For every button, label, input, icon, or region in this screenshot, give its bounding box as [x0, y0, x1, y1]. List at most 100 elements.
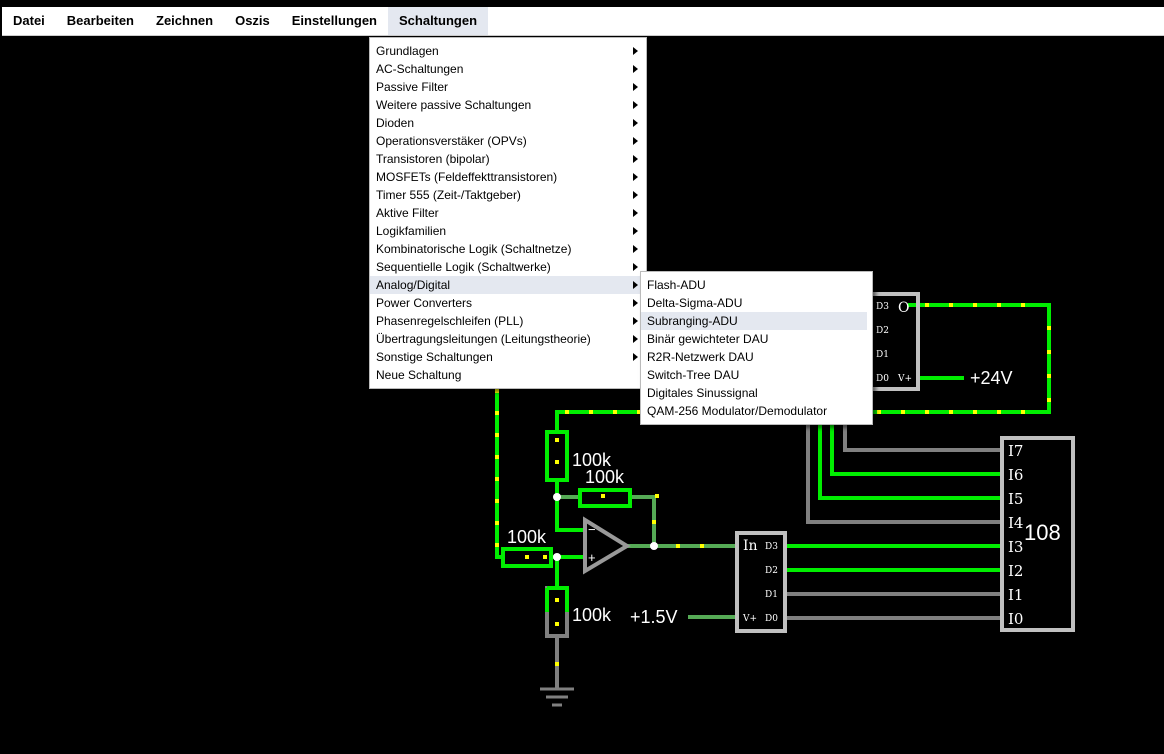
adc2-out-label: O — [898, 300, 909, 316]
menu-item-timer-555[interactable]: Timer 555 (Zeit-/Taktgeber) — [370, 186, 646, 204]
menu-bearbeiten[interactable]: Bearbeiten — [66, 13, 134, 28]
submenu-arrow-icon — [633, 335, 638, 343]
submenu-item-flash-adu[interactable]: Flash-ADU — [647, 278, 706, 292]
menu-einstellungen[interactable]: Einstellungen — [291, 13, 377, 28]
submenu-item-delta-sigma-adu[interactable]: Delta-Sigma-ADU — [647, 296, 743, 310]
menu-item-ac-schaltungen[interactable]: AC-Schaltungen — [370, 60, 646, 78]
menu-item-label: Grundlagen — [376, 44, 439, 58]
submenu-arrow-icon — [633, 245, 638, 253]
submenu-item-qam-256[interactable]: QAM-256 Modulator/Demodulator — [647, 404, 828, 418]
submenu-item-switch-tree-dau[interactable]: Switch-Tree DAU — [647, 368, 740, 382]
submenu-item-binaer-dau[interactable]: Binär gewichteter DAU — [647, 332, 769, 346]
display-input-i6: I6 — [1008, 466, 1023, 484]
menu-item-label: Übertragungsleitungen (Leitungstheorie) — [376, 332, 591, 346]
menu-item-label: Power Converters — [376, 296, 473, 310]
submenu-arrow-icon — [633, 119, 638, 127]
menu-item-label: MOSFETs (Feldeffekttransistoren) — [376, 170, 558, 184]
circuit-canvas[interactable]: 100k 100k 100k 100k − + +1.5V +24V In D3… — [0, 36, 1164, 754]
menu-bar: Datei Bearbeiten Zeichnen Oszis Einstell… — [2, 7, 1164, 36]
menu-item-aktive-filter[interactable]: Aktive Filter — [370, 204, 646, 222]
schaltungen-dropdown: Grundlagen AC-Schaltungen Passive Filter… — [369, 37, 647, 389]
menu-item-kombinatorische-logik[interactable]: Kombinatorische Logik (Schaltnetze) — [370, 240, 646, 258]
menu-item-grundlagen[interactable]: Grundlagen — [370, 42, 646, 60]
menu-item-label: Passive Filter — [376, 80, 449, 94]
menu-item-logikfamilien[interactable]: Logikfamilien — [370, 222, 646, 240]
submenu-arrow-icon — [633, 353, 638, 361]
adc2-pin-d2: D2 — [876, 326, 889, 336]
submenu-arrow-icon — [633, 263, 638, 271]
submenu-arrow-icon — [633, 317, 638, 325]
node-feedback — [553, 493, 561, 501]
submenu-item-subranging-adu[interactable]: Subranging-ADU — [641, 312, 867, 330]
resistor-r3[interactable] — [501, 547, 553, 568]
adc2-vplus: V+ — [897, 374, 912, 384]
menu-item-opvs[interactable]: Operationsverstäker (OPVs) — [370, 132, 646, 150]
submenu-arrow-icon — [633, 137, 638, 145]
submenu-arrow-icon — [633, 191, 638, 199]
resistor-r4[interactable] — [545, 586, 569, 638]
menu-schaltungen[interactable]: Schaltungen — [388, 7, 489, 35]
submenu-arrow-icon — [633, 299, 638, 307]
submenu-arrow-icon — [633, 83, 638, 91]
wire-adc2-i6 — [830, 418, 1004, 476]
display-input-i2: I2 — [1008, 562, 1023, 580]
menu-datei[interactable]: Datei — [13, 13, 45, 28]
resistor-r1[interactable] — [545, 430, 569, 482]
display-input-i0: I0 — [1008, 610, 1023, 628]
decimal-display[interactable] — [1000, 436, 1075, 632]
submenu-arrow-icon — [633, 209, 638, 217]
menu-zeichnen[interactable]: Zeichnen — [156, 13, 214, 28]
menu-item-neue-schaltung[interactable]: Neue Schaltung — [370, 366, 646, 384]
display-input-i5: I5 — [1008, 490, 1023, 508]
menu-item-power-converters[interactable]: Power Converters — [370, 294, 646, 312]
menu-item-label: Neue Schaltung — [376, 368, 462, 382]
resistor-r3-label: 100k — [507, 527, 547, 547]
resistor-r4-label: 100k — [572, 605, 612, 625]
menu-item-analog-digital[interactable]: Analog/Digital — [370, 276, 646, 294]
wire-opamp-minus — [555, 495, 587, 532]
menu-item-label: Sequentielle Logik (Schaltwerke) — [376, 260, 551, 274]
submenu-arrow-icon — [633, 155, 638, 163]
opamp[interactable] — [583, 516, 631, 575]
menu-item-dioden[interactable]: Dioden — [370, 114, 646, 132]
submenu-arrow-icon — [633, 227, 638, 235]
adc1-in-label: In — [743, 538, 758, 554]
submenu-arrow-icon — [633, 47, 638, 55]
display-input-i4: I4 — [1008, 514, 1023, 532]
opamp-plus-sign: + — [588, 550, 596, 565]
submenu-arrow-icon — [633, 173, 638, 181]
current-dots — [495, 303, 1051, 666]
menu-item-weitere-passive[interactable]: Weitere passive Schaltungen — [370, 96, 646, 114]
menu-item-sonstige[interactable]: Sonstige Schaltungen — [370, 348, 646, 366]
voltage-supply-label: +24V — [970, 368, 1013, 388]
menu-item-passive-filter[interactable]: Passive Filter — [370, 78, 646, 96]
voltage-input-label: +1.5V — [630, 607, 678, 627]
menu-item-label: Weitere passive Schaltungen — [376, 98, 532, 112]
menu-item-pll[interactable]: Phasenregelschleifen (PLL) — [370, 312, 646, 330]
resistor-r1-label: 100k — [572, 450, 612, 470]
submenu-arrow-icon — [633, 281, 638, 289]
menu-oszis[interactable]: Oszis — [235, 13, 270, 28]
menu-item-leitungstheorie[interactable]: Übertragungsleitungen (Leitungstheorie) — [370, 330, 646, 348]
menu-item-mosfets[interactable]: MOSFETs (Feldeffekttransistoren) — [370, 168, 646, 186]
ground-symbol[interactable] — [540, 687, 574, 707]
menu-item-sequentielle-logik[interactable]: Sequentielle Logik (Schaltwerke) — [370, 258, 646, 276]
submenu-arrow-icon — [633, 101, 638, 109]
wire-adc2-i7 — [843, 418, 1004, 452]
menu-item-label: AC-Schaltungen — [376, 62, 464, 76]
submenu-item-digitales-sinussignal[interactable]: Digitales Sinussignal — [647, 386, 758, 400]
node-output — [650, 542, 658, 550]
menu-item-label: Timer 555 (Zeit-/Taktgeber) — [376, 188, 521, 202]
opamp-minus-sign: − — [588, 522, 596, 537]
adc2-pin-d0: D0 — [876, 374, 889, 384]
submenu-item-r2r-dau[interactable]: R2R-Netzwerk DAU — [647, 350, 754, 364]
adc2-pin-d1: D1 — [876, 350, 889, 360]
menu-item-label: Operationsverstäker (OPVs) — [376, 134, 527, 148]
menu-item-label: Sonstige Schaltungen — [376, 350, 493, 364]
adc1-block[interactable] — [735, 531, 787, 633]
display-input-i1: I1 — [1008, 586, 1023, 604]
resistor-r2[interactable] — [578, 488, 632, 508]
menu-item-label: Transistoren (bipolar) — [376, 152, 490, 166]
menu-item-transistoren[interactable]: Transistoren (bipolar) — [370, 150, 646, 168]
menu-item-label: Logikfamilien — [376, 224, 447, 238]
